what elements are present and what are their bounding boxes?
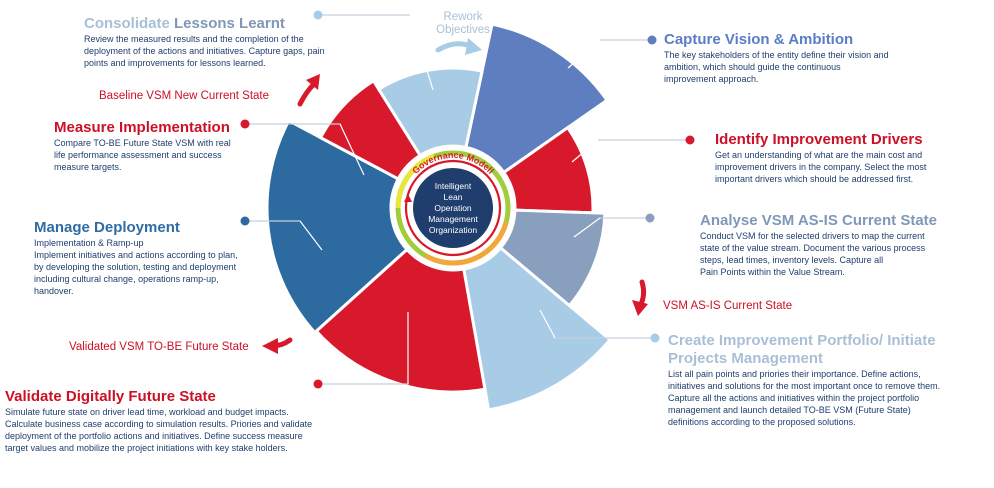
step-measure-implementation: Measure Implementation Compare TO-BE Fut… [54, 119, 231, 173]
core-label-line: Lean [444, 192, 463, 202]
rework-arrow-head [465, 38, 482, 55]
step-identify-drivers: Identify Improvement Drivers Get an unde… [715, 131, 926, 185]
step-consolidate-lessons: Consolidate Lessons Learnt Review the me… [84, 15, 325, 69]
sector-manage-deployment [265, 118, 410, 335]
leader-capture-vision-dot [647, 35, 657, 45]
step-title: Capture Vision & Ambition [664, 31, 854, 48]
core-label-line: Intelligent [435, 181, 472, 191]
core-label-line: Organization [429, 225, 477, 235]
rework-arrow-shaft [435, 41, 473, 53]
step-validate-future: Validate Digitally Future State Simulate… [5, 388, 312, 454]
validated-future-label: Validated VSM TO-BE Future State [69, 341, 249, 353]
step-description: Get an understanding of what are the mai… [715, 150, 927, 184]
sector-identify-drivers [501, 125, 595, 215]
vsm-as-is-arrow-head [632, 300, 648, 316]
title-part-b: Lessons Learnt [174, 15, 285, 32]
step-analyse-vsm: Analyse VSM AS-IS Current State Conduct … [700, 212, 937, 278]
step-title-line2: Projects Management [668, 350, 824, 367]
step-title: Validate Digitally Future State [5, 388, 216, 405]
validated-arrow-head [262, 338, 278, 354]
governance-red-ring [404, 159, 502, 257]
step-title: Consolidate Lessons Learnt [84, 15, 325, 33]
cycle-arrows [262, 38, 648, 354]
step-capture-vision: Capture Vision & Ambition The key stakeh… [664, 31, 889, 85]
leader-capture-vision-inner [567, 39, 652, 69]
ring-yellow [395, 153, 436, 209]
leader-create-portfolio-dot [650, 333, 660, 343]
step-description: Compare TO-BE Future State VSM with real… [54, 138, 231, 172]
core-circle [413, 168, 493, 248]
step-title-line1: Create Improvement Portfolio/ Initiate [668, 332, 936, 349]
step-description: The key stakeholders of the entity defin… [664, 50, 889, 84]
baseline-state-label: Baseline VSM New Current State [99, 90, 270, 102]
core-label-line: Operation [434, 203, 472, 213]
step-title: Manage Deployment [34, 219, 180, 236]
step-description: Simulate future state on driver lead tim… [5, 407, 313, 453]
step-manage-deployment: Manage Deployment Implementation & Ramp-… [34, 219, 238, 297]
step-create-portfolio: Create Improvement Portfolio/ Initiate P… [668, 332, 940, 428]
sector-validate-future [314, 247, 487, 394]
governance-center: Governance ModellIntelligentLeanOperatio… [394, 149, 512, 267]
core-label-line: Management [428, 214, 478, 224]
sector-capture-vision [464, 22, 610, 175]
baseline-arrow-head [306, 74, 320, 90]
vsm-as-is-label: VSM AS-IS Current State [663, 300, 793, 312]
sector-create-portfolio [462, 245, 613, 412]
leader-consolidate-dot [313, 10, 323, 20]
leader-measure-implementation-dot [240, 119, 250, 129]
rework-objectives-label: Rework Objectives [436, 11, 490, 36]
leader-manage-deployment-dot [240, 216, 250, 226]
leader-identify-drivers-dot [685, 135, 695, 145]
title-part-a: Consolidate [84, 15, 175, 32]
governance-ring-arrowhead [404, 194, 412, 202]
baseline-arrow-shaft [297, 81, 317, 107]
step-title: Measure Implementation [54, 119, 230, 136]
ring-orange [424, 221, 509, 266]
step-title: Identify Improvement Drivers [715, 131, 923, 148]
step-description: Conduct VSM for the selected drivers to … [700, 231, 926, 277]
sector-consolidate-lessons [376, 66, 484, 158]
leader-analyse-vsm-dot [645, 213, 655, 223]
step-title: Analyse VSM AS-IS Current State [700, 212, 938, 229]
leader-identify-drivers-inner [571, 139, 690, 163]
leader-validate-future-dot [313, 379, 323, 389]
step-description: Implementation & Ramp-up Implement initi… [34, 238, 238, 296]
leader-lines [240, 10, 695, 389]
step-description: List all pain points and priories their … [668, 369, 941, 427]
sector-measure-implementation [318, 78, 423, 181]
step-description: Review the measured results and the comp… [84, 34, 325, 68]
